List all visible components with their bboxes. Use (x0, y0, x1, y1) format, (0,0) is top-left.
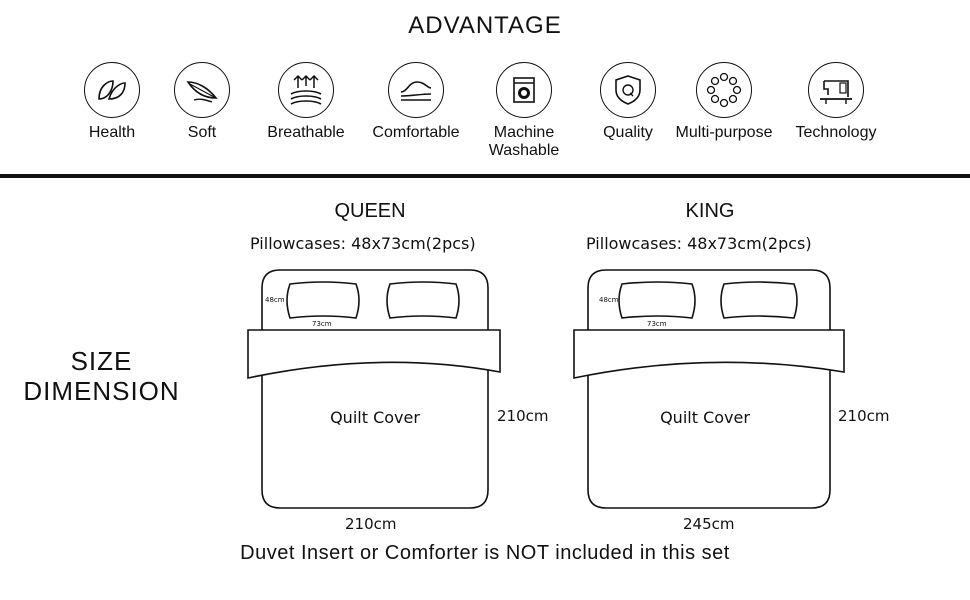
sewing-machine-icon (808, 62, 864, 118)
feature-quality: Quality (568, 62, 688, 142)
queen-pillowcases: Pillowcases: 48x73cm(2pcs) (250, 234, 476, 253)
feature-label: Multi-purpose (675, 124, 773, 141)
feature-label-line2: Washable (488, 142, 560, 159)
queen-quilt-label: Quilt Cover (330, 408, 420, 427)
size-title-line1: SIZE (70, 346, 133, 376)
feature-machine-washable: Machine Washable (464, 62, 584, 160)
king-title: KING (685, 200, 735, 222)
king-pillow-height: 48cm (599, 296, 619, 304)
king-width: 245cm (683, 515, 735, 533)
airflow-icon (278, 62, 334, 118)
king-quilt-label: Quilt Cover (660, 408, 750, 427)
feature-comfortable: Comfortable (356, 62, 476, 142)
section-divider (0, 174, 970, 178)
queen-title: QUEEN (334, 200, 406, 222)
feature-label: Breathable (267, 124, 345, 141)
washing-machine-icon (496, 62, 552, 118)
footer-note: Duvet Insert or Comforter is NOT include… (240, 542, 730, 564)
queen-pillow-height: 48cm (265, 296, 285, 304)
king-pillowcases: Pillowcases: 48x73cm(2pcs) (586, 234, 812, 253)
queen-width: 210cm (345, 515, 397, 533)
feature-label: Machine (493, 124, 555, 141)
feature-technology: Technology (776, 62, 896, 142)
feature-health: Health (52, 62, 172, 142)
feature-multi-purpose: Multi-purpose (664, 62, 784, 142)
king-pillow-width: 73cm (647, 320, 667, 328)
feature-label: Technology (795, 124, 877, 141)
feature-breathable: Breathable (246, 62, 366, 142)
feature-label: Comfortable (372, 124, 460, 141)
circle-dots-icon (696, 62, 752, 118)
feature-label: Soft (187, 124, 217, 141)
leaf-icon (84, 62, 140, 118)
king-length: 210cm (838, 407, 890, 425)
size-title-line2: DIMENSION (23, 376, 180, 406)
cushion-icon (388, 62, 444, 118)
advantage-title: ADVANTAGE (408, 12, 562, 39)
size-dimension-title: SIZE DIMENSION (14, 346, 189, 406)
feature-label: Health (88, 124, 136, 141)
feather-icon (174, 62, 230, 118)
queen-pillow-width: 73cm (312, 320, 332, 328)
feature-label: Quality (603, 124, 653, 141)
shield-q-icon (600, 62, 656, 118)
queen-length: 210cm (497, 407, 549, 425)
feature-soft: Soft (142, 62, 262, 142)
